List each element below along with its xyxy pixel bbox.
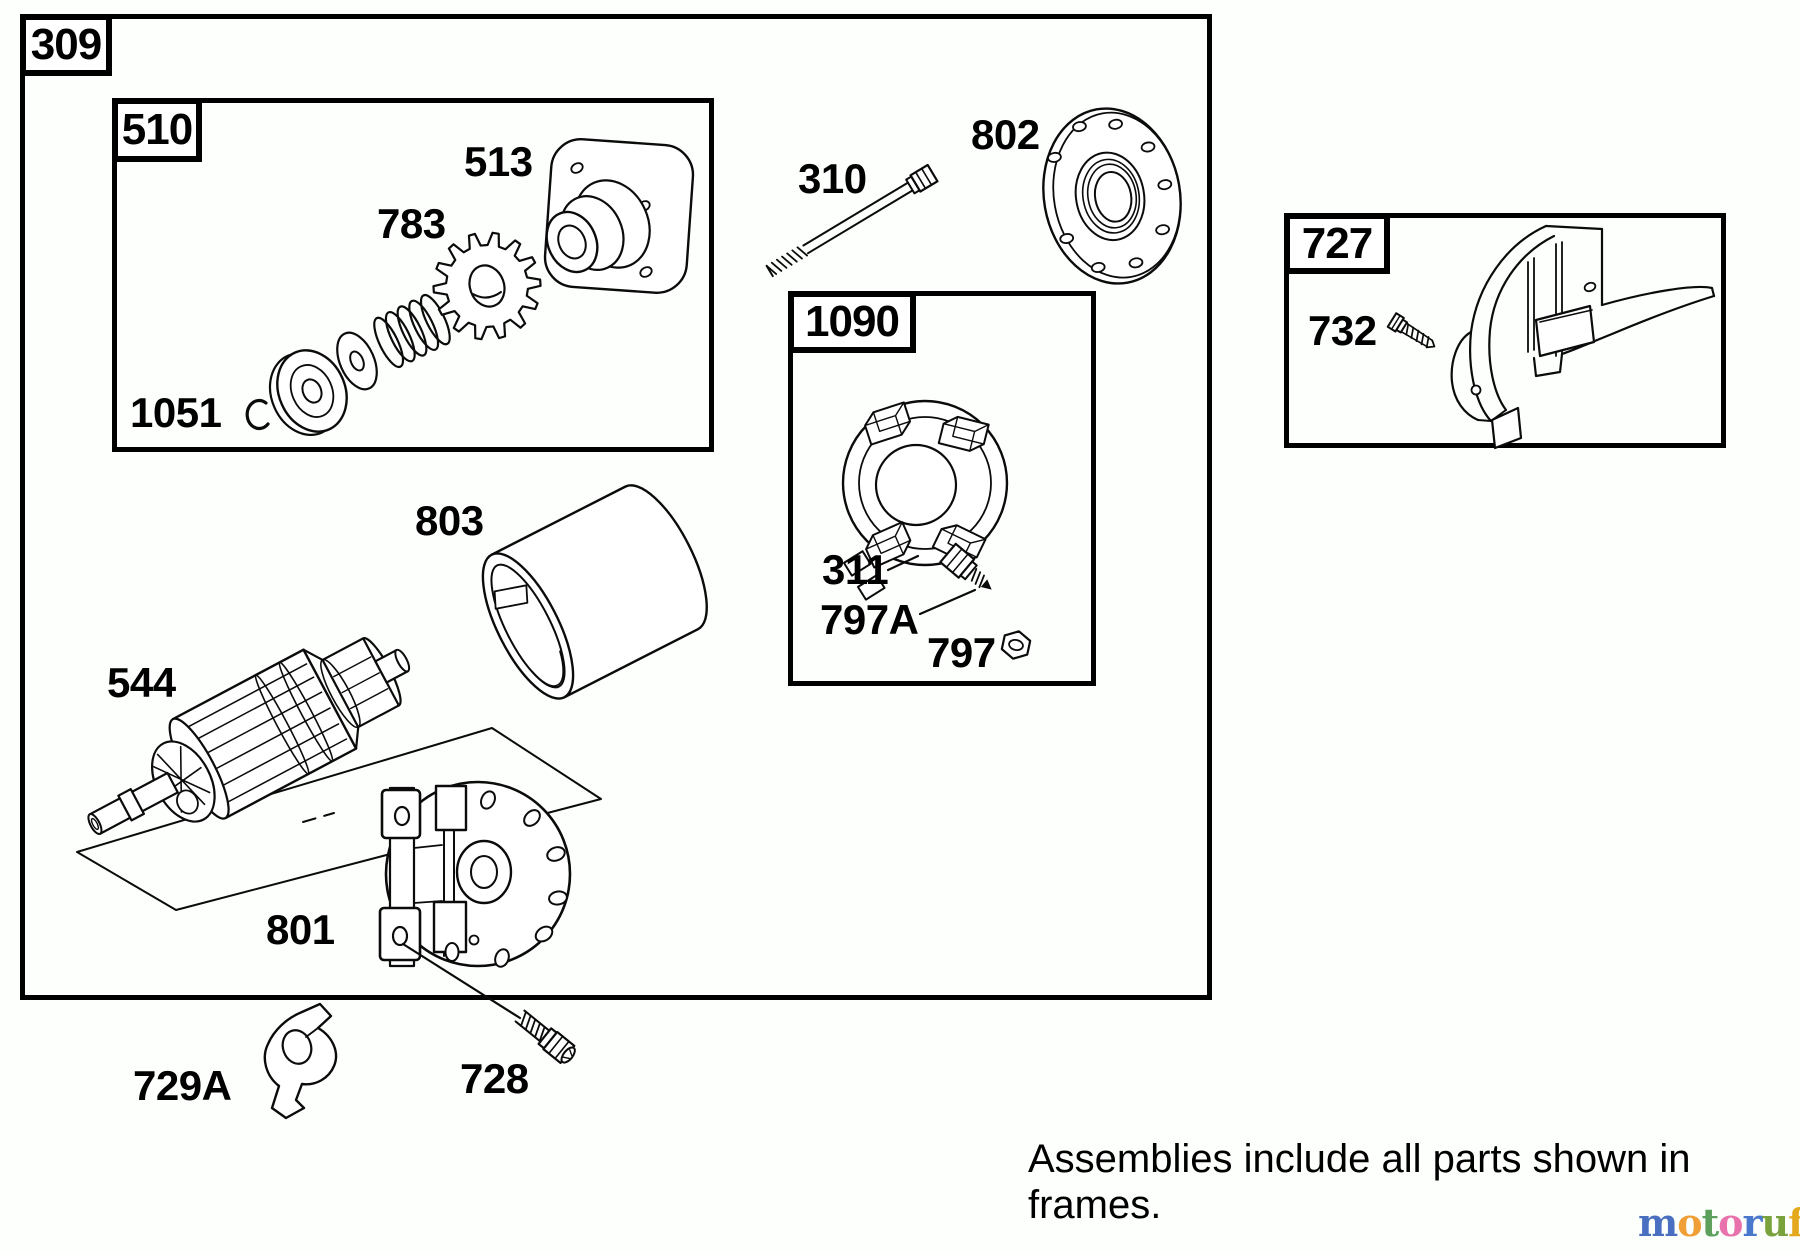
part-label-729A: 729A xyxy=(133,1062,232,1109)
frame-1090 xyxy=(788,291,1096,686)
pinion-cclip-drawing xyxy=(245,398,270,431)
cover-screw-drawing xyxy=(1386,312,1436,349)
frame-label-1090-text: 1090 xyxy=(805,297,900,346)
pinion-gear-drawing xyxy=(432,231,542,341)
footnote: Assemblies include all parts shown in fr… xyxy=(1028,1136,1691,1228)
frame-309 xyxy=(20,14,1212,1000)
pulley-drawing xyxy=(268,349,348,437)
part-label-311: 311 xyxy=(822,546,889,593)
washer-drawing xyxy=(336,331,378,391)
part-label-797: 797 xyxy=(927,629,996,676)
part-label-310: 310 xyxy=(798,155,867,202)
part-label-802: 802 xyxy=(971,111,1040,158)
frame-label-727-text: 727 xyxy=(1301,218,1373,268)
frame-label-727: 727 xyxy=(1284,213,1390,274)
retainer-bracket-drawing xyxy=(263,1002,338,1120)
frame-label-510: 510 xyxy=(112,98,202,162)
frame-label-309: 309 xyxy=(20,14,112,76)
frame-label-510-text: 510 xyxy=(121,105,193,154)
frame-510 xyxy=(112,98,714,452)
plane-hidden-edge-dashes xyxy=(302,812,335,823)
armature-drawing xyxy=(87,637,411,835)
end-cap-bolt-leader-line xyxy=(401,942,522,1020)
watermark-word: motoruf xyxy=(1638,1200,1800,1245)
end-cap-drawing xyxy=(378,780,572,968)
through-bolt-drawing xyxy=(765,163,939,278)
frame-label-309-text: 309 xyxy=(30,20,102,69)
footnote-line-1: Assemblies include all parts shown in xyxy=(1028,1137,1691,1181)
frame-727 xyxy=(1284,213,1726,448)
part-label-1051: 1051 xyxy=(130,389,222,436)
footnote-line-2: frames. xyxy=(1028,1183,1162,1227)
part-label-513: 513 xyxy=(464,138,533,185)
blower-cover-drawing xyxy=(1450,224,1716,450)
assembly-plane-outline xyxy=(76,727,602,911)
frame-label-1090: 1090 xyxy=(788,291,916,353)
part-label-732: 732 xyxy=(1308,307,1377,354)
spring-drawing xyxy=(373,293,451,369)
terminal-nut-drawing xyxy=(1000,630,1032,660)
part-label-803: 803 xyxy=(415,497,484,544)
part-label-728: 728 xyxy=(460,1055,529,1102)
watermark-link[interactable]: motoruf.de xyxy=(1638,1200,1800,1245)
part-label-801: 801 xyxy=(266,906,335,953)
motor-housing-drawing xyxy=(481,484,708,700)
part-label-783: 783 xyxy=(377,200,446,247)
part-label-797A: 797A xyxy=(820,596,919,643)
flex-plate-drawing xyxy=(1042,107,1182,285)
brush-holder-drawing xyxy=(841,399,1009,616)
drive-end-cap-drawing xyxy=(543,138,695,294)
part-label-544: 544 xyxy=(107,659,176,706)
mounting-bolt-drawing xyxy=(514,1009,576,1065)
